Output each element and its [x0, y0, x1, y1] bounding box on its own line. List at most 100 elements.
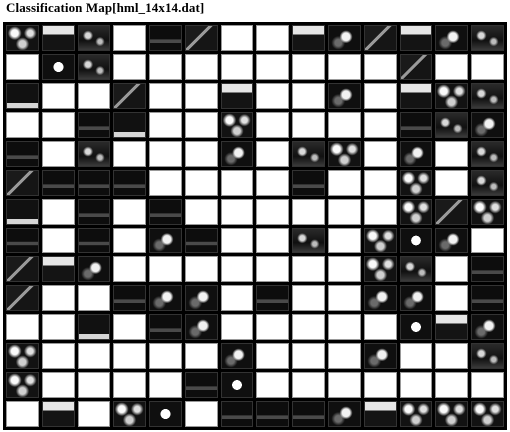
map-cell-empty [221, 54, 254, 80]
map-cell-empty [292, 112, 325, 138]
map-cell-empty [113, 141, 146, 167]
map-cell-image [113, 285, 146, 311]
window-title: Classification Map[hml_14x14.dat] [6, 0, 204, 16]
map-cell-empty [185, 141, 218, 167]
map-cell-empty [185, 83, 218, 109]
map-cell-empty [149, 112, 182, 138]
map-cell-empty [42, 372, 75, 398]
map-cell-empty [149, 83, 182, 109]
map-cell-empty [435, 372, 468, 398]
map-cell-empty [256, 141, 289, 167]
map-cell-empty [364, 372, 397, 398]
map-cell-image [6, 343, 39, 369]
map-cell-empty [78, 343, 111, 369]
map-cell-image [435, 25, 468, 51]
map-cell-image [471, 285, 504, 311]
map-cell-empty [221, 199, 254, 225]
map-cell-empty [42, 228, 75, 254]
map-cell-image [78, 54, 111, 80]
map-cell-image [328, 141, 361, 167]
map-cell-empty [435, 256, 468, 282]
map-cell-empty [471, 54, 504, 80]
map-cell-empty [328, 112, 361, 138]
map-cell-image [292, 141, 325, 167]
map-cell-empty [42, 141, 75, 167]
map-cell-empty [42, 343, 75, 369]
map-cell-empty [292, 199, 325, 225]
map-cell-image [292, 25, 325, 51]
map-cell-empty [185, 256, 218, 282]
map-cell-image [42, 256, 75, 282]
map-cell-image [400, 141, 433, 167]
map-cell-image [435, 228, 468, 254]
map-cell-image [6, 141, 39, 167]
map-cell-image [435, 112, 468, 138]
map-cell-empty [149, 54, 182, 80]
map-cell-empty [364, 199, 397, 225]
map-cell-image [400, 54, 433, 80]
map-cell-empty [328, 170, 361, 196]
map-cell-image [221, 343, 254, 369]
map-cell-empty [292, 54, 325, 80]
map-cell-image [292, 401, 325, 427]
map-cell-empty [42, 199, 75, 225]
map-cell-image [471, 83, 504, 109]
map-cell-empty [113, 314, 146, 340]
map-cell-image [78, 170, 111, 196]
map-cell-image [6, 256, 39, 282]
map-cell-empty [364, 83, 397, 109]
map-cell-image [364, 228, 397, 254]
map-cell-image [42, 25, 75, 51]
map-cell-image [435, 199, 468, 225]
map-cell-image [400, 228, 433, 254]
map-cell-image [256, 401, 289, 427]
map-cell-empty [364, 54, 397, 80]
map-cell-image [364, 285, 397, 311]
map-cell-empty [328, 314, 361, 340]
map-cell-image [400, 170, 433, 196]
map-cell-empty [78, 83, 111, 109]
map-cell-image [78, 112, 111, 138]
map-cell-empty [185, 343, 218, 369]
map-cell-empty [185, 199, 218, 225]
map-cell-image [364, 25, 397, 51]
map-cell-empty [364, 314, 397, 340]
map-cell-empty [256, 256, 289, 282]
map-cell-image [149, 25, 182, 51]
map-cell-empty [149, 343, 182, 369]
map-cell-image [471, 199, 504, 225]
map-cell-empty [400, 372, 433, 398]
map-cell-image [471, 343, 504, 369]
map-cell-empty [400, 343, 433, 369]
map-cell-empty [42, 83, 75, 109]
map-cell-empty [256, 83, 289, 109]
map-cell-image [400, 25, 433, 51]
map-cell-image [256, 285, 289, 311]
map-cell-empty [149, 372, 182, 398]
map-cell-empty [78, 401, 111, 427]
map-cell-image [471, 314, 504, 340]
map-cell-image [6, 228, 39, 254]
map-cell-empty [328, 285, 361, 311]
map-cell-image [435, 314, 468, 340]
map-cell-image [471, 112, 504, 138]
map-cell-empty [185, 54, 218, 80]
map-cell-empty [256, 343, 289, 369]
map-cell-empty [292, 285, 325, 311]
map-cell-empty [328, 343, 361, 369]
map-cell-empty [292, 343, 325, 369]
map-cell-image [149, 401, 182, 427]
map-cell-image [78, 256, 111, 282]
map-cell-image [364, 401, 397, 427]
map-cell-image [364, 343, 397, 369]
map-cell-empty [113, 199, 146, 225]
map-cell-empty [364, 170, 397, 196]
map-cell-image [6, 83, 39, 109]
map-cell-empty [292, 256, 325, 282]
map-cell-empty [221, 256, 254, 282]
map-cell-image [149, 199, 182, 225]
map-cell-empty [42, 285, 75, 311]
map-cell-empty [256, 199, 289, 225]
map-cell-empty [328, 228, 361, 254]
map-cell-image [400, 401, 433, 427]
